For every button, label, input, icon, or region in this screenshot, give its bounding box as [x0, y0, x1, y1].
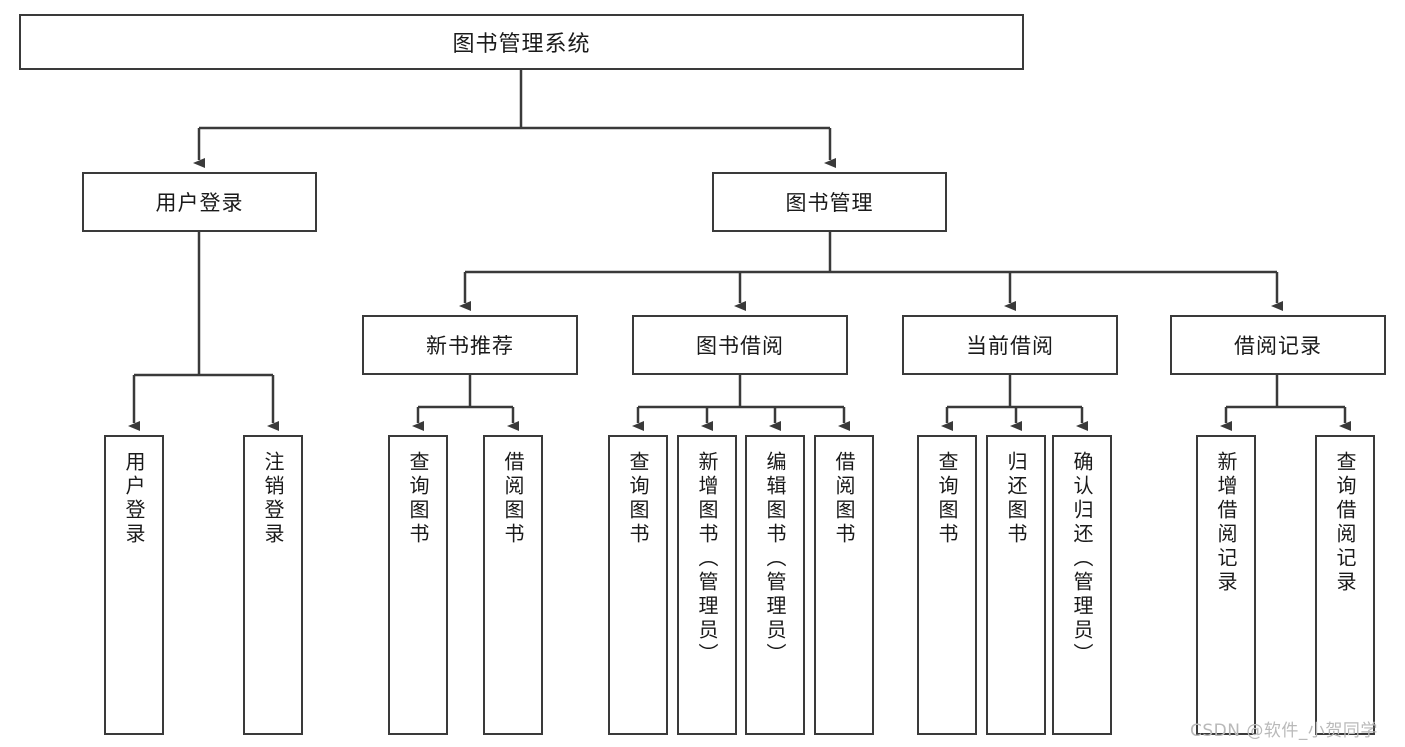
leaf-borrow-book-recommend-label: 借阅图书 — [501, 451, 525, 547]
node-book-borrow-label: 图书借阅 — [696, 334, 784, 358]
node-new-book-recommend-label: 新书推荐 — [426, 334, 514, 358]
leaf-edit-book-admin[interactable]: 编辑图书（管理员） — [745, 435, 805, 735]
node-book-management-label: 图书管理 — [785, 191, 874, 215]
node-current-borrow-label: 当前借阅 — [966, 334, 1054, 358]
leaf-borrow-book[interactable]: 借阅图书 — [814, 435, 874, 735]
leaf-query-book-recommend[interactable]: 查询图书 — [388, 435, 448, 735]
leaf-add-borrow-record[interactable]: 新增借阅记录 — [1196, 435, 1256, 735]
leaf-query-book-borrow-label: 查询图书 — [626, 451, 650, 547]
node-root[interactable]: 图书管理系统 — [19, 14, 1024, 70]
leaf-query-book-recommend-label: 查询图书 — [406, 451, 430, 547]
leaf-user-login[interactable]: 用户登录 — [104, 435, 164, 735]
leaf-confirm-return-admin[interactable]: 确认归还（管理员） — [1052, 435, 1112, 735]
leaf-query-book-borrow[interactable]: 查询图书 — [608, 435, 668, 735]
leaf-add-book-admin-label: 新增图书（管理员） — [695, 451, 719, 667]
node-user-login[interactable]: 用户登录 — [82, 172, 317, 232]
leaf-query-book-current-label: 查询图书 — [935, 451, 959, 547]
leaf-confirm-return-admin-label: 确认归还（管理员） — [1070, 451, 1094, 667]
node-user-login-label: 用户登录 — [155, 191, 244, 215]
leaf-borrow-book-recommend[interactable]: 借阅图书 — [483, 435, 543, 735]
leaf-return-book-label: 归还图书 — [1004, 451, 1028, 547]
leaf-logout[interactable]: 注销登录 — [243, 435, 303, 735]
node-book-management[interactable]: 图书管理 — [712, 172, 947, 232]
leaf-return-book[interactable]: 归还图书 — [986, 435, 1046, 735]
leaf-query-borrow-record[interactable]: 查询借阅记录 — [1315, 435, 1375, 735]
leaf-add-book-admin[interactable]: 新增图书（管理员） — [677, 435, 737, 735]
leaf-query-borrow-record-label: 查询借阅记录 — [1333, 451, 1357, 595]
leaf-add-borrow-record-label: 新增借阅记录 — [1214, 451, 1238, 595]
node-current-borrow[interactable]: 当前借阅 — [902, 315, 1118, 375]
leaf-edit-book-admin-label: 编辑图书（管理员） — [763, 451, 787, 667]
node-book-borrow[interactable]: 图书借阅 — [632, 315, 848, 375]
leaf-borrow-book-label: 借阅图书 — [832, 451, 856, 547]
node-new-book-recommend[interactable]: 新书推荐 — [362, 315, 578, 375]
watermark: CSDN @软件_小贺同学 — [1190, 721, 1378, 741]
leaf-logout-label: 注销登录 — [261, 451, 285, 547]
node-root-label: 图书管理系统 — [452, 32, 591, 57]
node-borrow-record[interactable]: 借阅记录 — [1170, 315, 1386, 375]
leaf-user-login-label: 用户登录 — [122, 451, 146, 547]
node-borrow-record-label: 借阅记录 — [1234, 334, 1322, 358]
leaf-query-book-current[interactable]: 查询图书 — [917, 435, 977, 735]
